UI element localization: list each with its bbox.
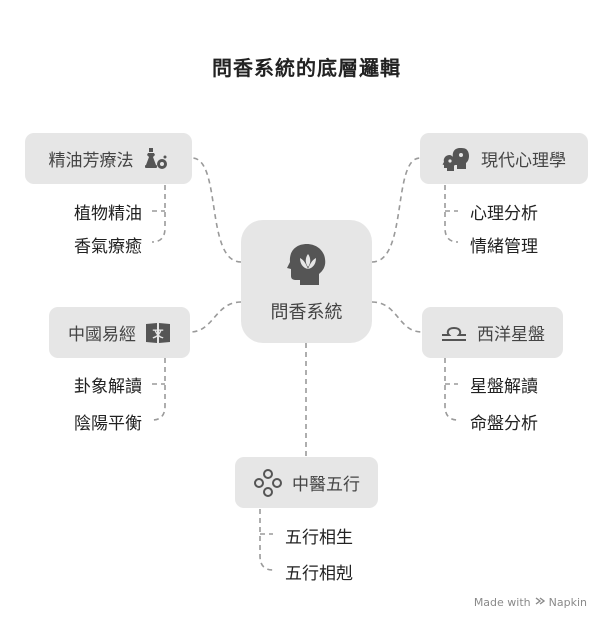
center-node: 問香系統: [241, 220, 372, 343]
leaf-line-astro-1: [444, 358, 459, 421]
branch-psych: 現代心理學: [420, 133, 588, 184]
connector-astro: [371, 301, 423, 333]
branch-iching: 中國易經 文: [49, 307, 190, 358]
watermark: Made with Napkin: [474, 596, 587, 609]
branch-astro-label: 西洋星盤: [477, 325, 545, 345]
leaf-aroma-1: 植物精油: [74, 204, 142, 224]
two-heads-icon: [442, 146, 472, 172]
branch-astro: 西洋星盤: [422, 307, 563, 358]
page-title: 問香系統的底層邏輯: [212, 56, 401, 80]
center-label: 問香系統: [270, 301, 343, 323]
branch-aroma: 精油芳療法: [25, 133, 192, 184]
leaf-psych-1: 心理分析: [470, 204, 538, 224]
leaf-astro-1: 星盤解讀: [470, 377, 538, 397]
leaf-tcm-1: 五行相生: [285, 528, 353, 548]
connector-iching: [189, 301, 242, 333]
five-circles-icon: [253, 468, 283, 498]
leaf-astro-2: 命盤分析: [470, 414, 538, 434]
napkin-logo-icon: [535, 596, 545, 609]
libra-icon: [440, 323, 468, 343]
leaf-aroma-2: 香氣療癒: [74, 237, 142, 257]
book-translate-icon: 文: [145, 321, 171, 345]
branch-aroma-label: 精油芳療法: [48, 151, 134, 171]
branch-tcm-label: 中醫五行: [292, 475, 360, 495]
leaf-iching-1: 卦象解讀: [74, 377, 142, 397]
connector-psych: [371, 157, 421, 263]
svg-text:文: 文: [153, 326, 165, 340]
connector-aroma: [191, 157, 242, 263]
leaf-psych-2: 情緒管理: [470, 237, 538, 257]
branch-iching-label: 中國易經: [68, 325, 136, 345]
watermark-brand: Napkin: [548, 596, 587, 609]
leaf-tcm-2: 五行相剋: [285, 564, 353, 584]
leaf-iching-2: 陰陽平衡: [74, 414, 142, 434]
leaf-line-iching-1: [151, 358, 166, 421]
watermark-text: Made with: [473, 596, 531, 609]
head-lotus-icon: [283, 240, 331, 292]
branch-tcm: 中醫五行: [235, 457, 378, 508]
oil-bottles-icon: [143, 146, 169, 172]
branch-psych-label: 現代心理學: [481, 151, 566, 171]
leaf-line-tcm-1: [259, 509, 274, 571]
leaf-line-psych-1: [444, 185, 459, 243]
leaf-line-aroma-1: [151, 185, 166, 243]
